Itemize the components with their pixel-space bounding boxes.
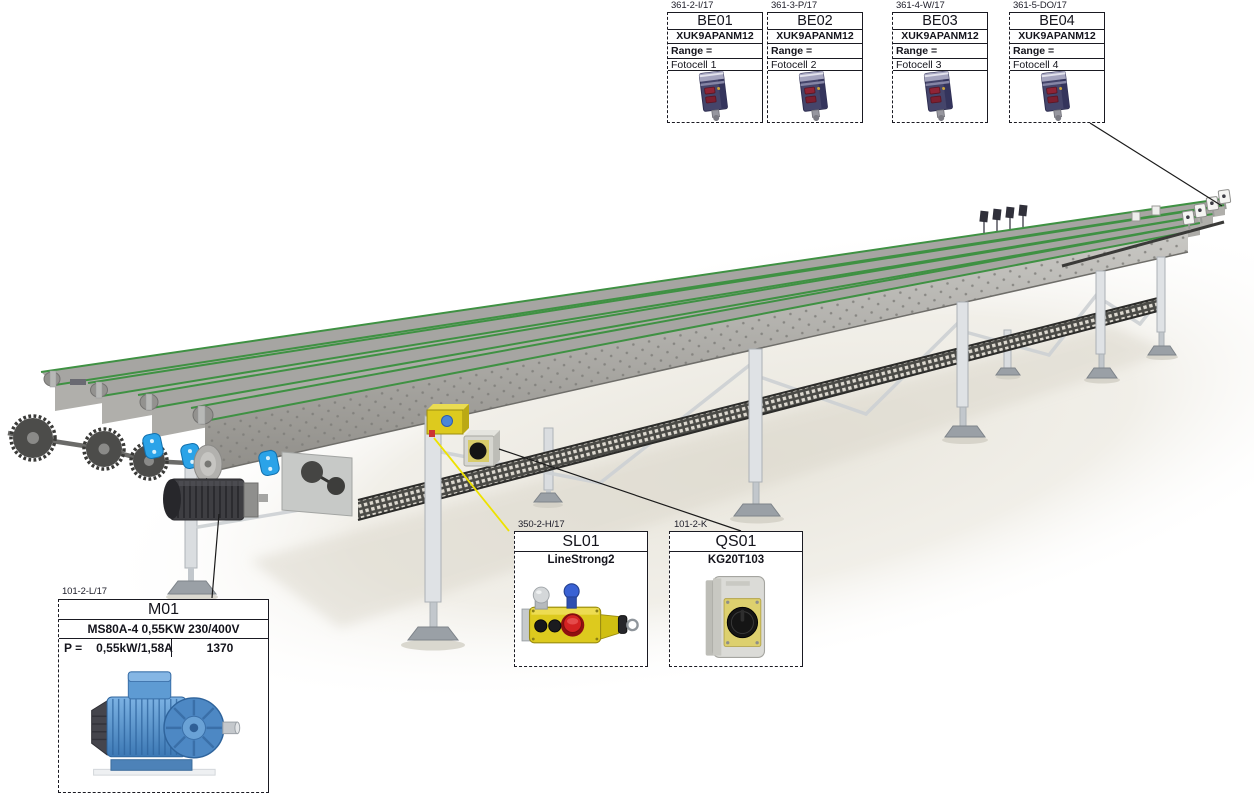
leg-foot (733, 503, 781, 517)
drive-drum (193, 444, 223, 484)
device-desc: Fotocell 4 (1010, 58, 1104, 71)
device-model: XUK9APANM12 (893, 29, 987, 43)
sprocket (82, 427, 126, 471)
leader-line-sl01 (433, 437, 510, 532)
end-drive-shaft (1061, 220, 1225, 268)
leader-lines (211, 122, 1223, 599)
device-tag: BE03 (922, 13, 958, 29)
lane-top (191, 226, 1188, 421)
main-switch-image (670, 569, 802, 665)
device-desc: Fotocell 1 (668, 58, 762, 71)
leg-foot (995, 367, 1021, 376)
leader-line-m01 (211, 513, 220, 599)
drive-sprockets (9, 414, 169, 481)
motor-power-row: P = 0,55kW/1,58A 1370 (59, 638, 268, 657)
pull-cord-switch-image (515, 569, 647, 665)
photocell-image (1010, 71, 1104, 121)
motor-gearbox (281, 451, 353, 517)
leg-foot (532, 492, 564, 503)
lane-top (138, 217, 1200, 408)
bearing-block (258, 450, 280, 476)
drive-motor (163, 478, 268, 521)
motor-speed: 1370 (171, 639, 268, 657)
device-tag: BE04 (1039, 13, 1075, 29)
motor-image (59, 657, 268, 791)
leg-foot (1147, 345, 1177, 356)
callout-ref: 361-4-W/17 (896, 0, 945, 11)
callout-ref: 350-2-H/17 (518, 519, 565, 530)
drive-assembly (7, 414, 353, 521)
callout-be02: BE02 XUK9APANM12 Range = Fotocell 2 (767, 12, 863, 123)
callout-be04: BE04 XUK9APANM12 Range = Fotocell 4 (1009, 12, 1105, 123)
device-tag: M01 (147, 601, 180, 618)
callout-m01: M01 MS80A-4 0,55KW 230/400V P = 0,55kW/1… (58, 599, 269, 793)
power-value: 0,55kW/1,58A (96, 641, 173, 655)
support-leg (1147, 256, 1177, 356)
rotary-knob (469, 442, 487, 460)
callout-ref: 361-2-I/17 (671, 0, 714, 11)
device-model: KG20T103 (670, 551, 802, 569)
photocell-image (768, 71, 862, 121)
callout-ref: 361-3-P/17 (771, 0, 818, 11)
callout-ref: 101-2-L/17 (62, 586, 107, 597)
support-leg (733, 348, 781, 517)
photocell-image (668, 71, 762, 121)
device-model: XUK9APANM12 (768, 29, 862, 43)
device-model: LineStrong2 (515, 551, 647, 569)
device-range: Range = (893, 43, 987, 58)
sensor-flags (979, 204, 1028, 233)
power-label: P = (64, 641, 83, 655)
device-model: XUK9APANM12 (668, 29, 762, 43)
mounted-photocell (1181, 210, 1196, 231)
device-desc: Fotocell 2 (768, 58, 862, 71)
device-range: Range = (668, 43, 762, 58)
belt-green-edges (40, 198, 1226, 422)
device-desc: Fotocell 3 (893, 58, 987, 71)
blue-button (441, 415, 453, 427)
ground-shadow (250, 325, 1170, 628)
qs01-device (463, 430, 500, 467)
callout-sl01: SL01 LineStrong2 (514, 531, 648, 667)
leader-line-be04 (1089, 122, 1223, 207)
sl01-device (426, 404, 469, 437)
front-support-legs (406, 256, 1177, 641)
device-range: Range = (768, 43, 862, 58)
red-detail (429, 430, 435, 437)
lane-top (88, 208, 1213, 396)
device-tag: QS01 (715, 533, 757, 550)
device-model: XUK9APANM12 (1010, 29, 1104, 43)
device-tag: BE02 (797, 13, 833, 29)
device-tag: BE01 (697, 13, 733, 29)
leg-foot (166, 580, 218, 595)
callout-be03: BE03 XUK9APANM12 Range = Fotocell 3 (892, 12, 988, 123)
sprocket (9, 414, 57, 462)
mounted-photocell (1193, 203, 1208, 224)
conveyor-lanes (40, 198, 1226, 474)
leader-line-qs01 (498, 448, 742, 532)
device-model: MS80A-4 0,55KW 230/400V (59, 619, 268, 638)
support-leg (406, 415, 460, 641)
lane-end-brackets (49, 370, 206, 425)
device-range: Range = (1010, 43, 1104, 58)
support-leg (1086, 270, 1118, 379)
end-photocells (1131, 189, 1232, 231)
leg-foot (944, 425, 986, 438)
device-tag: SL01 (562, 533, 600, 550)
frame-label-plate (70, 379, 86, 385)
callout-be01: BE01 XUK9APANM12 Range = Fotocell 1 (667, 12, 763, 123)
bearing-blocks (142, 433, 280, 476)
callout-qs01: QS01 KG20T103 (669, 531, 803, 667)
bearing-block (142, 433, 164, 459)
mounted-photocell (1217, 189, 1232, 210)
callout-ref: 361-5-DO/17 (1013, 0, 1067, 11)
support-leg (944, 301, 986, 438)
callout-ref: 101-2-K (674, 519, 708, 530)
leg-foot (1086, 367, 1118, 379)
leg-foot (406, 626, 460, 641)
photocell-image (893, 71, 987, 121)
lane-top (41, 199, 1225, 385)
